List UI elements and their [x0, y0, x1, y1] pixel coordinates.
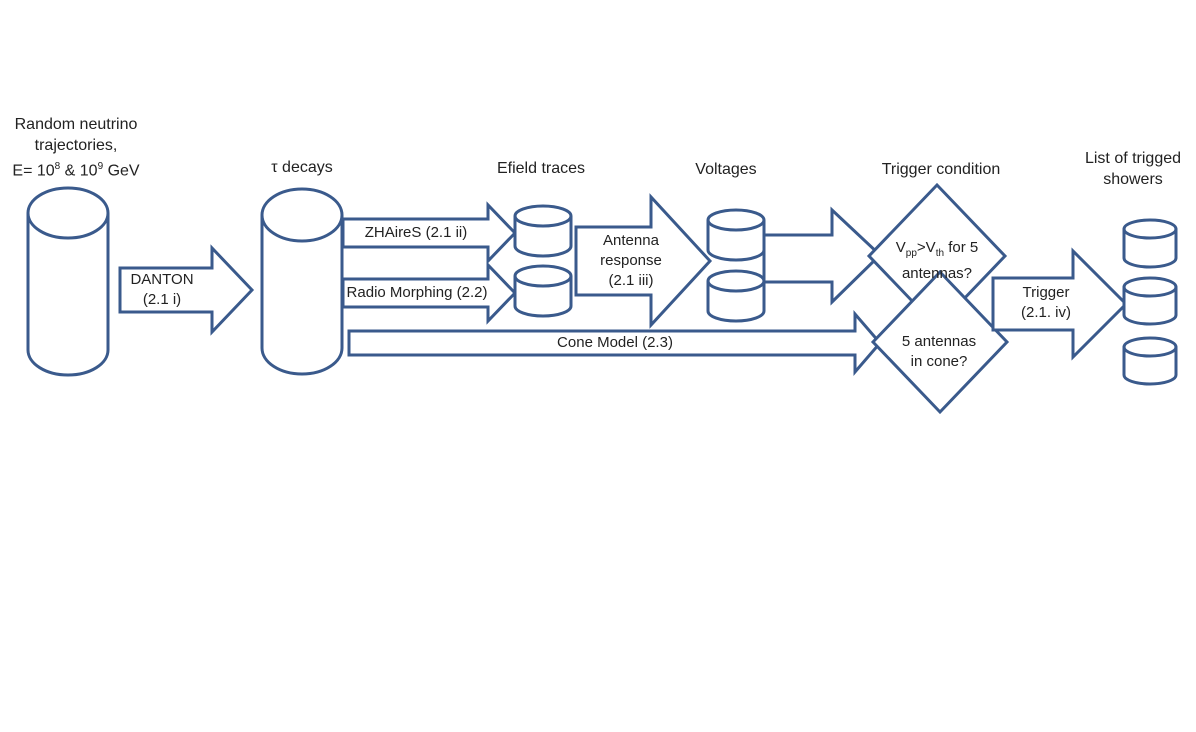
vpp-condition-line1: Vpp>Vth for 5	[880, 238, 994, 264]
voltage-to-trigger-arrow	[762, 206, 883, 306]
efield-cylinder-top	[513, 204, 573, 258]
cone-condition-diamond	[870, 269, 1010, 415]
tau-decays-text: decays	[277, 159, 333, 176]
trigger-label: Trigger (2.1. iv)	[1002, 283, 1090, 323]
radio-morphing-arrow	[341, 261, 518, 325]
tau-decays-cylinder	[260, 187, 344, 376]
energy-suffix: GeV	[103, 162, 140, 180]
vpp-subscript: pp	[905, 248, 917, 259]
radio-morphing-label: Radio Morphing (2.2)	[346, 284, 488, 301]
vth-subscript: th	[935, 248, 945, 259]
shower-cylinder-2	[1122, 276, 1178, 326]
vpp-tail: for 5	[944, 239, 979, 256]
energy-mid: & 10	[60, 162, 98, 180]
energy-exponent-1: 8	[54, 161, 61, 172]
trigger-label-line1: Trigger	[1022, 284, 1070, 301]
list-header-line1: List of trigged	[1084, 150, 1182, 167]
voltages-header: Voltages	[695, 161, 757, 178]
trigger-condition-header: Trigger condition	[881, 161, 1001, 178]
cone-model-arrow	[347, 309, 882, 377]
antenna-response-arrow	[574, 193, 713, 329]
cone-condition-line2: in cone?	[910, 353, 968, 370]
shower-cylinder-3	[1122, 336, 1178, 386]
cone-model-label: Cone Model (2.3)	[557, 334, 673, 351]
zhaires-arrow	[341, 201, 518, 265]
list-header: List of trigged showers	[1070, 148, 1196, 190]
neutrino-header-line2: trajectories,	[34, 137, 118, 154]
energy-prefix: E= 10	[12, 162, 55, 180]
vpp-gt: >V	[916, 239, 936, 256]
antenna-label-line3: (2.1 iii)	[608, 272, 654, 289]
efield-cylinder-bottom	[513, 264, 573, 318]
cone-condition-line1: 5 antennas	[901, 333, 977, 350]
vpp-condition-line2: antennas?	[901, 265, 973, 282]
antenna-label-line1: Antenna	[603, 232, 659, 249]
vpp-condition-label: Vpp>Vth for 5 antennas?	[880, 238, 994, 284]
danton-label: DANTON (2.1 i)	[122, 270, 202, 310]
neutrino-header: Random neutrino trajectories, E= 108 & 1…	[0, 114, 152, 181]
tau-symbol: τ	[271, 159, 278, 176]
vpp-v: V	[895, 239, 906, 256]
antenna-response-label: Antenna response (2.1 iii)	[582, 231, 680, 291]
shower-cylinder-1	[1122, 218, 1178, 269]
trigger-arrow	[991, 247, 1129, 361]
efield-header: Efield traces	[496, 160, 586, 177]
danton-label-line1: DANTON	[130, 271, 194, 288]
danton-label-line2: (2.1 i)	[142, 291, 182, 308]
trigger-label-line2: (2.1. iv)	[1020, 304, 1071, 321]
tau-decays-header: τ decays	[244, 157, 360, 178]
energy-exponent-2: 9	[97, 161, 104, 172]
energy-label: E= 108 & 109 GeV	[0, 156, 152, 181]
voltage-cylinder-top	[706, 208, 766, 262]
neutrino-header-line1: Random neutrino	[14, 116, 138, 133]
danton-arrow	[118, 244, 255, 336]
cone-condition-label: 5 antennas in cone?	[884, 332, 994, 372]
list-header-line2: showers	[1103, 171, 1163, 188]
neutrino-cylinder	[26, 186, 110, 377]
antenna-label-line2: response	[600, 252, 662, 269]
zhaires-label: ZHAireS (2.1 ii)	[364, 224, 468, 241]
voltage-cylinder-bottom	[706, 269, 766, 323]
